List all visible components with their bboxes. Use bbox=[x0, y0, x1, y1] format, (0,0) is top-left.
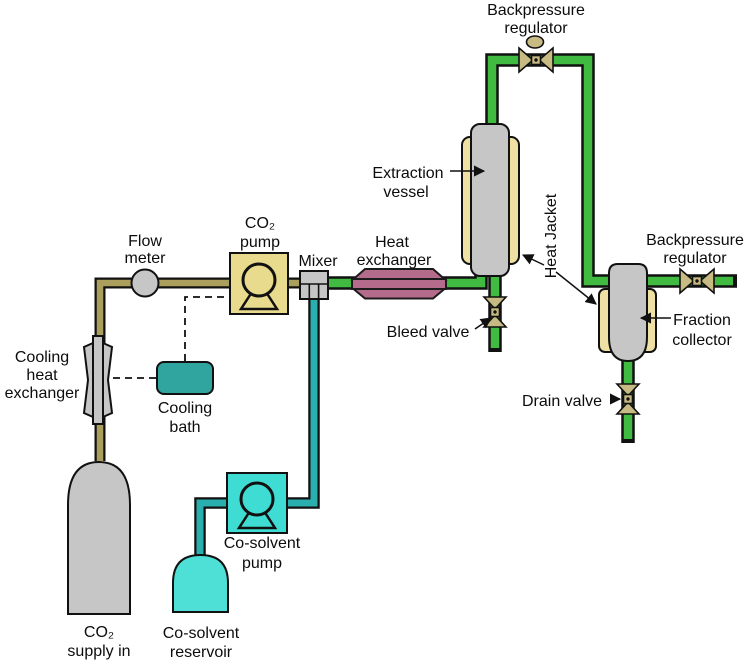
backpressure-regulator-right bbox=[679, 268, 715, 294]
bleed-valve bbox=[483, 296, 507, 328]
label-co2-pump-1: CO₂ bbox=[245, 215, 275, 232]
label-flow-meter-1: Flow bbox=[128, 233, 162, 250]
cooling-bath bbox=[156, 361, 214, 395]
cooling-heat-exchanger bbox=[82, 335, 114, 425]
label-cooling-hx-1: Cooling bbox=[15, 349, 69, 366]
label-cooling-bath-1: Cooling bbox=[158, 400, 212, 417]
label-co2-supply-1: CO₂ bbox=[84, 624, 114, 641]
label-flow-meter-2: meter bbox=[125, 250, 167, 267]
co-solvent-reservoir bbox=[172, 553, 229, 613]
label-fraction-collector-2: collector bbox=[672, 332, 732, 349]
drain-valve bbox=[616, 383, 640, 415]
label-cooling-bath-2: bath bbox=[169, 419, 200, 436]
leader-arrows bbox=[450, 165, 671, 405]
label-cooling-hx-2: heat bbox=[26, 367, 58, 384]
fraction-collector bbox=[598, 263, 657, 363]
label-heat-jacket: Heat Jacket bbox=[543, 193, 560, 278]
label-co2-supply-2: supply in bbox=[67, 643, 130, 660]
label-co2-pump-2: pump bbox=[240, 234, 280, 251]
label-backpressure-top-1: Backpressure bbox=[487, 2, 585, 19]
pump-icon bbox=[241, 262, 277, 298]
label-backpressure-right-1: Backpressure bbox=[646, 232, 744, 249]
heat-exchanger bbox=[350, 268, 448, 300]
label-bleed-valve: Bleed valve bbox=[387, 324, 470, 341]
label-cosolvent-pump-2: pump bbox=[242, 555, 282, 572]
backpressure-regulator-top bbox=[518, 35, 554, 73]
label-extraction-vessel-2: vessel bbox=[383, 184, 428, 201]
co2-pump bbox=[229, 252, 289, 315]
extraction-vessel bbox=[461, 123, 520, 277]
label-mixer: Mixer bbox=[298, 253, 338, 270]
label-backpressure-top-2: regulator bbox=[504, 20, 568, 37]
label-cosolvent-reservoir-1: Co-solvent bbox=[163, 625, 240, 642]
label-extraction-vessel-1: Extraction bbox=[372, 165, 443, 182]
co-solvent-line bbox=[194, 297, 320, 557]
mixer bbox=[299, 270, 329, 300]
pump-icon bbox=[239, 481, 275, 517]
label-cosolvent-pump-1: Co-solvent bbox=[224, 535, 301, 552]
label-drain-valve: Drain valve bbox=[522, 393, 602, 410]
label-heat-exchanger-2: exchanger bbox=[357, 252, 432, 269]
label-cosolvent-reservoir-2: reservoir bbox=[170, 644, 233, 660]
label-fraction-collector-1: Fraction bbox=[673, 312, 731, 329]
label-cooling-hx-3: exchanger bbox=[5, 385, 80, 402]
label-heat-exchanger-1: Heat bbox=[375, 234, 409, 251]
co-solvent-pump bbox=[226, 472, 288, 534]
co2-cylinder bbox=[67, 460, 131, 615]
label-backpressure-right-2: regulator bbox=[663, 250, 727, 267]
control-lines bbox=[113, 296, 229, 379]
flow-meter bbox=[130, 268, 160, 298]
